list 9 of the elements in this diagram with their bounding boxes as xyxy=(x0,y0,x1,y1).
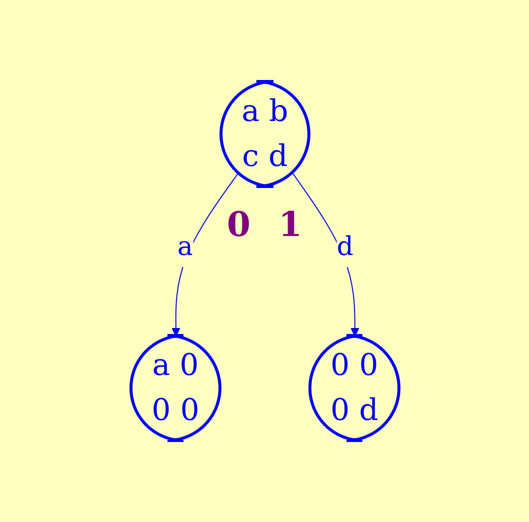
arrow xyxy=(171,172,238,336)
arrow xyxy=(292,172,359,336)
node-text: 0 0 0 d xyxy=(330,348,378,428)
matrix-index-label: 1 xyxy=(278,205,302,245)
matrix-index-label: 0 xyxy=(226,205,250,245)
node-text: a 0 0 0 xyxy=(151,348,199,428)
edge-label: d xyxy=(336,232,353,262)
edge-label: a xyxy=(176,232,192,262)
node-text: a b c d xyxy=(241,94,288,174)
